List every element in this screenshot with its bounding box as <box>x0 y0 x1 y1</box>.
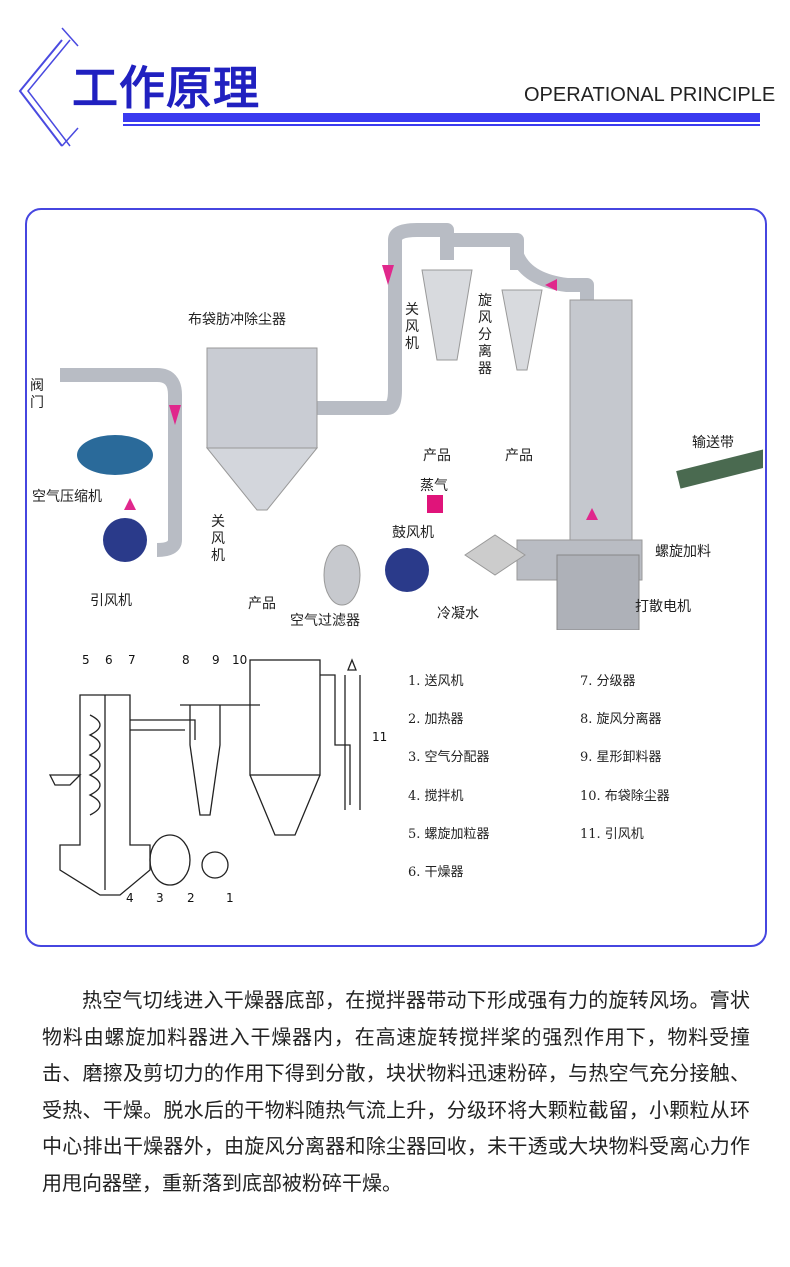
legend-item: 8. 旋风分离器 <box>580 712 662 727</box>
callout-2: 2 <box>187 891 195 905</box>
legend-item: 10. 布袋除尘器 <box>580 789 670 804</box>
label-blower: 鼓风机 <box>392 525 434 541</box>
label-bag-filter: 布袋肪冲除尘器 <box>188 312 286 328</box>
title-underline-thin <box>123 124 760 126</box>
callout-9: 9 <box>212 653 220 667</box>
legend-item: 9. 星形卸料器 <box>580 750 662 765</box>
legend-item: 6. 干燥器 <box>408 865 464 880</box>
callout-4: 4 <box>126 891 134 905</box>
label-product-mid1: 产品 <box>423 448 451 464</box>
diamond-decoration-icon <box>18 27 79 147</box>
legend-item: 11. 引风机 <box>580 827 644 842</box>
callout-5: 5 <box>82 653 90 667</box>
legend-item: 2. 加热器 <box>408 712 464 727</box>
label-compressor: 空气压缩机 <box>32 489 102 505</box>
schematic-drawing <box>48 658 361 896</box>
callout-11: 11 <box>372 730 388 744</box>
label-cyclone: 旋风分离器 <box>478 293 492 377</box>
legend-item: 1. 送风机 <box>408 674 464 689</box>
label-condensate: 冷凝水 <box>437 606 479 622</box>
diagram-card <box>25 208 767 947</box>
label-air-filter: 空气过滤器 <box>290 613 360 629</box>
label-conveyor: 输送带 <box>692 435 734 451</box>
legend-item: 7. 分级器 <box>580 674 636 689</box>
label-product-mid2: 产品 <box>505 448 533 464</box>
callout-3: 3 <box>156 891 164 905</box>
legend-item: 3. 空气分配器 <box>408 750 490 765</box>
callout-6: 6 <box>105 653 113 667</box>
label-motor: 打散电机 <box>635 599 691 615</box>
title-underline <box>123 113 760 122</box>
label-screw-feeder: 螺旋加料 <box>655 544 711 560</box>
label-steam: 蒸气 <box>420 478 448 494</box>
legend-item: 5. 螺旋加粒器 <box>408 827 490 842</box>
label-airlock-top: 关风机 <box>405 302 419 352</box>
section-title: 工作原理 <box>72 61 260 115</box>
process-flow-diagram <box>60 223 763 630</box>
label-valve: 阀门 <box>30 378 44 411</box>
label-airlock-left: 关风机 <box>211 514 225 564</box>
callout-10: 10 <box>232 653 248 667</box>
section-subtitle: OPERATIONAL PRINCIPLE <box>524 84 776 106</box>
callout-1: 1 <box>226 891 234 905</box>
legend-item: 4. 搅拌机 <box>408 789 464 804</box>
description-paragraph: 热空气切线进入干燥器底部，在搅拌器带动下形成强有力的旋转风场。膏状物料由螺旋加料… <box>42 988 750 1195</box>
callout-8: 8 <box>182 653 190 667</box>
callout-7: 7 <box>128 653 136 667</box>
label-product-left: 产品 <box>248 596 276 612</box>
label-induced-fan: 引风机 <box>90 593 132 609</box>
